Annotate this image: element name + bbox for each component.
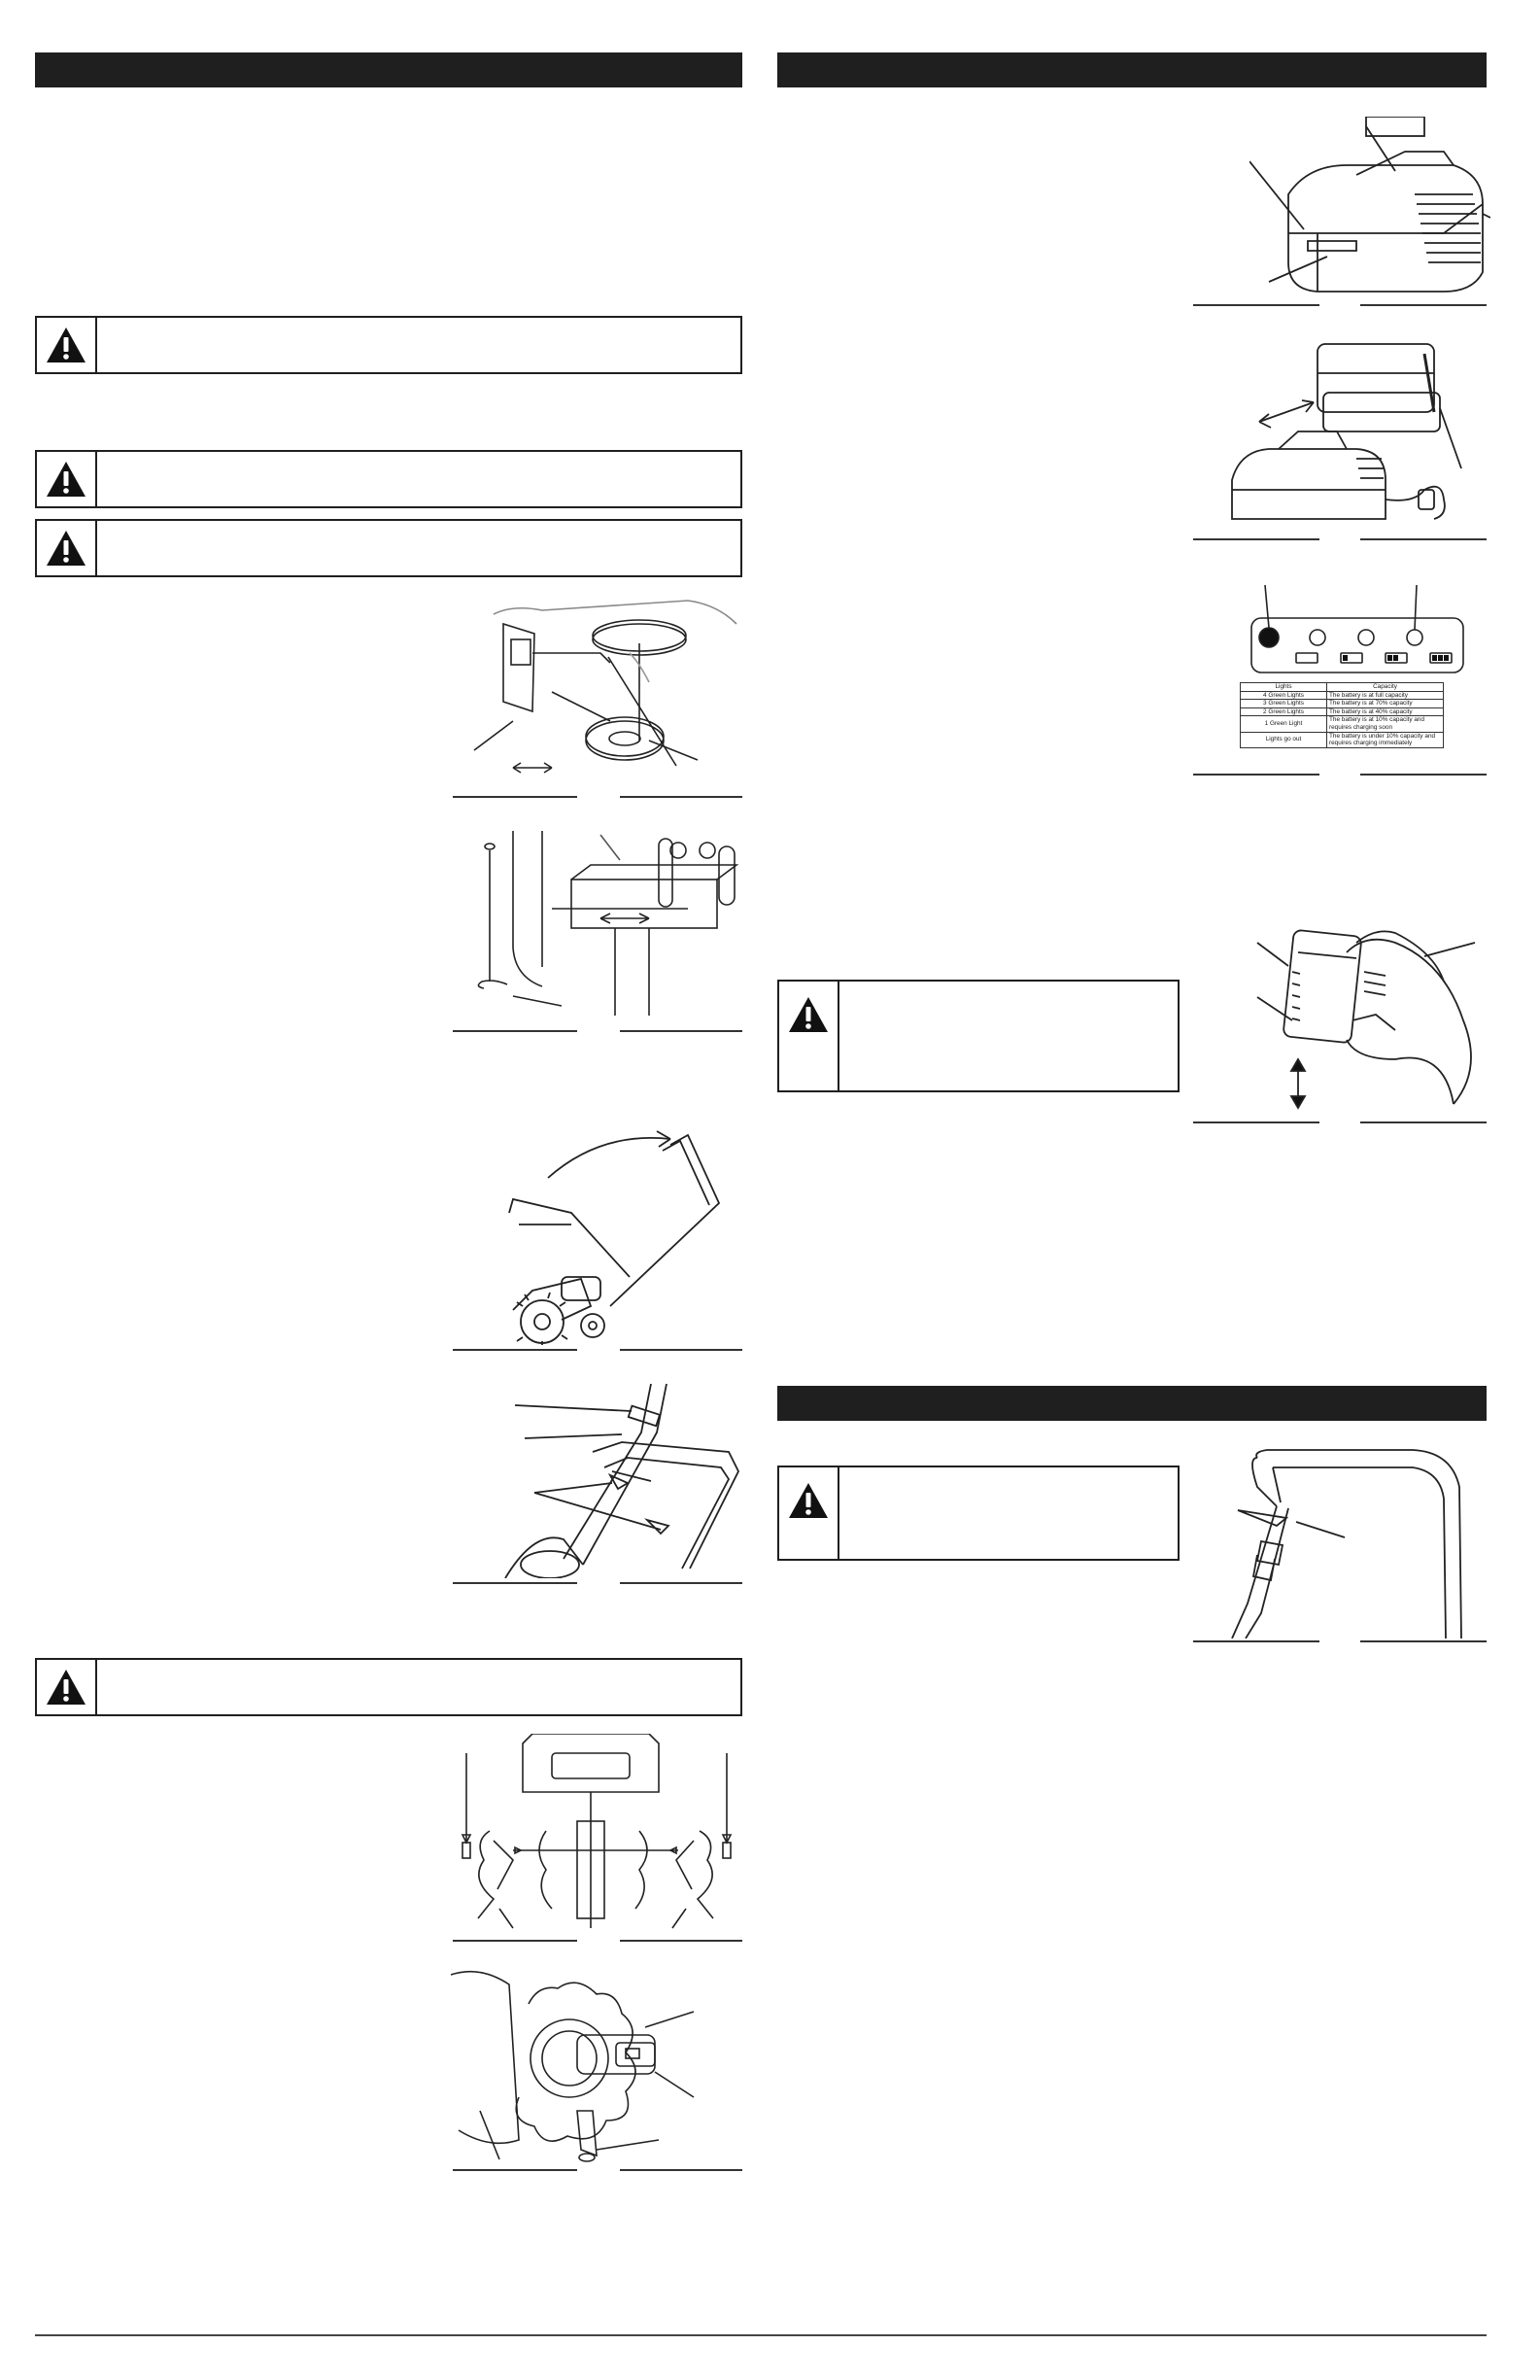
- warning-box-5: [777, 980, 1180, 1092]
- table-cell-lights: 3 Green Lights: [1240, 699, 1327, 708]
- table-row: 2 Green Lights The battery is at 40% cap…: [1240, 707, 1444, 717]
- footer-rule: [35, 2334, 1487, 2336]
- figure-tines-exploded: [455, 1734, 742, 1938]
- table-header-row: Lights Capacity: [1240, 682, 1444, 692]
- table-row: 3 Green Lights The battery is at 70% cap…: [1240, 699, 1444, 708]
- table-row: Lights go out The battery is under 10% c…: [1240, 731, 1444, 748]
- figure-caption-rule: [1193, 538, 1319, 540]
- figure-handle-knobs: [496, 1374, 742, 1578]
- warning-triangle-icon: [47, 531, 86, 566]
- table-cell-capacity: The battery is at 10% capacity and requi…: [1326, 715, 1444, 733]
- figure-caption-rule: [1193, 1121, 1319, 1123]
- section-banner-left: [35, 52, 742, 87]
- figure-tine-closeup: [451, 1965, 742, 2169]
- table-header-lights: Lights: [1240, 682, 1327, 692]
- figure-caption-rule: [453, 1582, 577, 1584]
- warning-triangle-icon: [47, 328, 86, 362]
- section-banner-right-bottom: [777, 1386, 1487, 1421]
- figure-wheel-assembly: [455, 595, 742, 789]
- table-row: 4 Green Lights The battery is at full ca…: [1240, 690, 1444, 701]
- figure-battery-charger: [1249, 117, 1490, 301]
- figure-caption-rule: [453, 1349, 577, 1351]
- figure-charger-with-battery: [1220, 334, 1490, 535]
- table-cell-capacity: The battery is at full capacity: [1326, 690, 1444, 701]
- section-banner-right-top: [777, 52, 1487, 87]
- warning-box-1: [35, 316, 742, 374]
- table-row: 1 Green Light The battery is at 10% capa…: [1240, 715, 1444, 733]
- figure-caption-rule: [453, 796, 577, 798]
- warning-box-6: [777, 1466, 1180, 1561]
- figure-caption-rule: [620, 1030, 742, 1032]
- warning-box-4: [35, 1658, 742, 1716]
- figure-caption-rule: [453, 2169, 577, 2171]
- capacity-table-grid: Lights Capacity 4 Green Lights The batte…: [1240, 682, 1444, 748]
- figure-caption-rule: [1360, 1121, 1487, 1123]
- figure-handle-raise: [455, 1116, 742, 1345]
- table-cell-capacity: The battery is under 10% capacity and re…: [1326, 731, 1444, 748]
- figure-caption-rule: [620, 1940, 742, 1942]
- warning-triangle-icon: [789, 1483, 828, 1518]
- table-cell-lights: Lights go out: [1240, 731, 1327, 748]
- figure-caption-rule: [620, 1582, 742, 1584]
- figure-caption-rule: [1360, 1640, 1487, 1642]
- table-cell-capacity: The battery is at 70% capacity: [1326, 699, 1444, 708]
- figure-handle-switch: [1218, 1448, 1490, 1638]
- figure-caption-rule: [1193, 1640, 1319, 1642]
- figure-battery-insert: [1249, 914, 1490, 1114]
- figure-caption-rule: [453, 1030, 577, 1032]
- figure-caption-rule: [1360, 538, 1487, 540]
- figure-caption-rule: [1360, 304, 1487, 306]
- table-header-capacity: Capacity: [1326, 682, 1444, 692]
- warning-triangle-icon: [47, 1670, 86, 1705]
- figure-caption-rule: [1193, 304, 1319, 306]
- table-cell-capacity: The battery is at 40% capacity: [1326, 707, 1444, 717]
- figure-caption-rule: [1360, 774, 1487, 776]
- figure-caption-rule: [620, 2169, 742, 2171]
- figure-frame-bracket: [455, 821, 742, 1027]
- warning-box-3: [35, 519, 742, 577]
- figure-caption-rule: [1193, 774, 1319, 776]
- figure-charge-indicator-extras: [1226, 579, 1490, 676]
- table-cell-lights: 4 Green Lights: [1240, 690, 1327, 701]
- figure-charge-indicator: [1226, 579, 1490, 764]
- figure-caption-rule: [453, 1940, 577, 1942]
- figure-caption-rule: [620, 1349, 742, 1351]
- figure-caption-rule: [620, 796, 742, 798]
- warning-triangle-icon: [789, 997, 828, 1032]
- warning-box-2: [35, 450, 742, 508]
- capacity-table: Lights Capacity 4 Green Lights The batte…: [1240, 682, 1444, 748]
- table-cell-lights: 1 Green Light: [1240, 715, 1327, 733]
- warning-triangle-icon: [47, 462, 86, 497]
- table-cell-lights: 2 Green Lights: [1240, 707, 1327, 717]
